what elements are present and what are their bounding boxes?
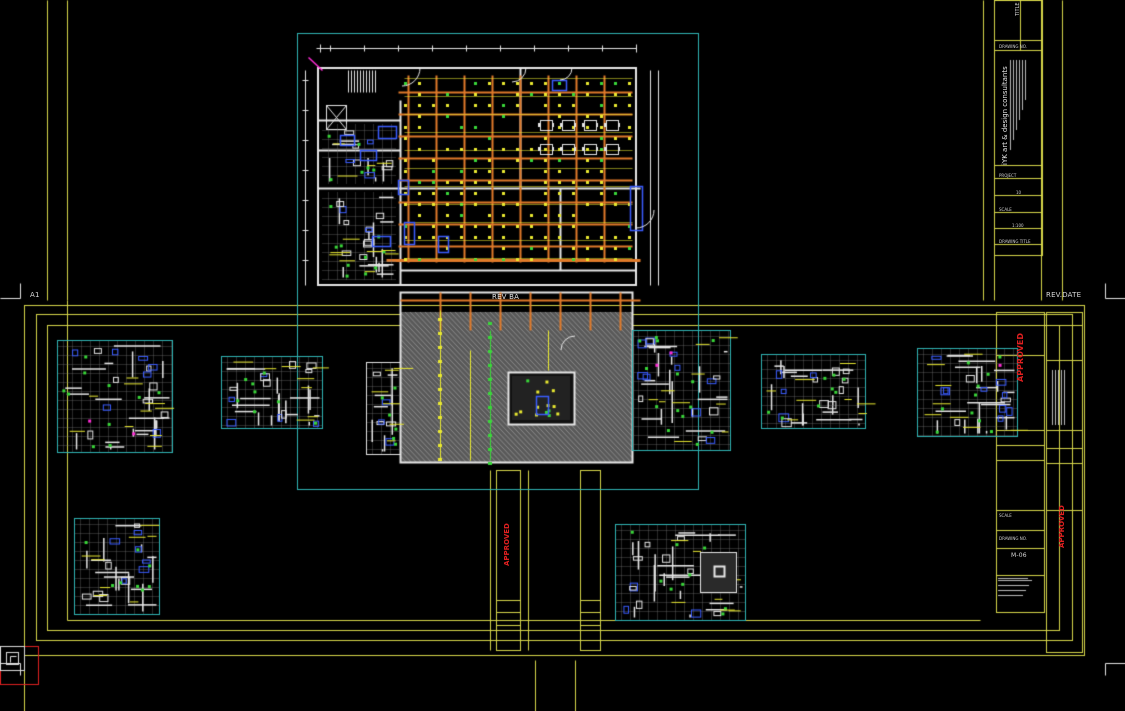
title-block-drawing-label: DRAWING TITLE (999, 239, 1031, 244)
rev-ba-label: REV BA (492, 293, 520, 301)
right-block-scale-label: SCALE (999, 513, 1012, 518)
title-block-project-no: 10 (1016, 190, 1022, 195)
right-block-stamp: APPROVED (1058, 505, 1066, 548)
title-block-company: iYK art & design consultants (1001, 66, 1009, 165)
sheet-label-a1: A1 (30, 291, 40, 299)
rev-date-label: REV.DATE (1046, 291, 1082, 299)
ucs-axis-icon (0, 646, 38, 684)
title-block-drawing-no-label: DRAWING NO. (999, 44, 1027, 49)
right-block-drawing-no-label: DRAWING NO. (999, 536, 1027, 541)
title-block-project-label: PROJECT (999, 173, 1017, 178)
right-floor-stamp: APPROVED (1016, 333, 1025, 382)
title-block-scale-label: SCALE (999, 207, 1012, 212)
center-stamp: APPROVED (503, 523, 511, 566)
right-block-drawing-no: M-06 (1011, 552, 1027, 559)
title-block-scale-value: 1:100 (1012, 223, 1024, 228)
title-block-header-label: TITLE (1015, 2, 1021, 16)
